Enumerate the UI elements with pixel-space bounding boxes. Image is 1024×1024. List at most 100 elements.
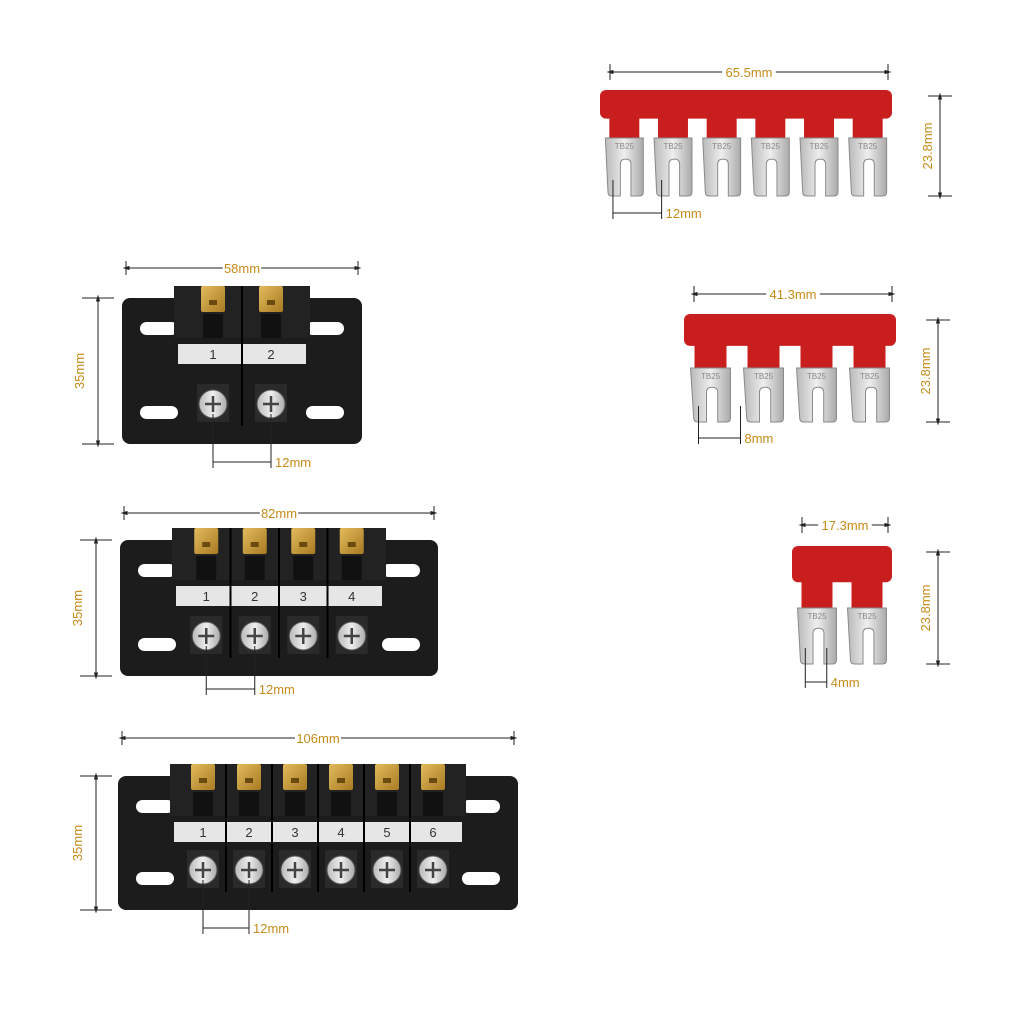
prong-label: TB25 [754, 372, 774, 381]
width-label: 65.5mm [726, 65, 773, 80]
jumper-sleeve [804, 100, 834, 144]
height-dimension: 23.8mm [920, 92, 952, 200]
height-label: 35mm [72, 353, 87, 389]
quick-connect-tab [329, 764, 353, 790]
jumper-sleeve [801, 556, 833, 614]
height-dimension: 23.8mm [918, 316, 950, 426]
tab-socket [203, 314, 223, 338]
height-dimension: 35mm [70, 772, 112, 914]
width-dimension: 58mm [122, 260, 362, 276]
pitch-dimension: 12mm [212, 414, 311, 470]
width-label: 17.3mm [822, 518, 869, 533]
mounting-slot [462, 872, 500, 885]
mounting-slot [136, 872, 174, 885]
tab-hole [245, 778, 253, 783]
tab-socket [196, 556, 217, 580]
position-number: 1 [203, 589, 210, 604]
prong-label: TB25 [809, 142, 829, 151]
jumper-bar-body [600, 90, 892, 119]
position-number: 5 [383, 825, 390, 840]
jumper-sleeve [706, 100, 737, 144]
fork-prong [795, 367, 837, 423]
tab-hole [337, 778, 345, 783]
height-label: 23.8mm [918, 585, 933, 632]
tab-socket [193, 792, 213, 816]
tab-socket [293, 556, 314, 580]
prong-label: TB25 [807, 612, 827, 621]
tab-hole [267, 300, 275, 305]
width-dimension: 41.3mm [690, 286, 896, 302]
jumper-sleeve [609, 100, 640, 144]
width-dimension: 17.3mm [798, 517, 892, 533]
jumper-sleeve [800, 324, 833, 374]
tab-socket [261, 314, 281, 338]
mounting-slot [136, 800, 174, 813]
prong-label: TB25 [860, 372, 880, 381]
position-number: 2 [251, 589, 258, 604]
fork-prong [604, 137, 644, 197]
tab-hole [347, 542, 356, 547]
quick-connect-tab [421, 764, 445, 790]
height-dimension: 35mm [72, 294, 114, 448]
mounting-slot [140, 406, 178, 419]
height-dimension: 35mm [70, 536, 112, 680]
mounting-slot [140, 322, 178, 335]
quick-connect-tab [339, 528, 364, 554]
tab-hole [199, 778, 207, 783]
prong-label: TB25 [663, 142, 683, 151]
fork-prong [653, 137, 693, 197]
height-label: 23.8mm [920, 123, 935, 170]
quick-connect-tab [375, 764, 399, 790]
pitch-label: 8mm [745, 431, 774, 446]
pitch-dimension: 12mm [612, 180, 702, 221]
position-number: 3 [300, 589, 307, 604]
tab-socket [341, 556, 362, 580]
pitch-dimension: 12mm [205, 646, 295, 697]
jumper-bar-4-position: TB25 TB25 TB25 TB25 [684, 314, 896, 423]
pitch-dimension: 12mm [202, 880, 289, 936]
tab-hole [299, 542, 308, 547]
position-number: 3 [291, 825, 298, 840]
pitch-label: 4mm [831, 675, 860, 690]
quick-connect-tab [201, 286, 225, 312]
mounting-slot [138, 564, 176, 577]
fork-prong [742, 367, 784, 423]
mounting-slot [306, 322, 344, 335]
quick-connect-tab [194, 528, 219, 554]
tab-socket [285, 792, 305, 816]
prong-label: TB25 [701, 372, 721, 381]
tab-socket [423, 792, 443, 816]
pitch-dimension: 4mm [804, 648, 860, 690]
fork-prong [799, 137, 839, 197]
height-label: 35mm [70, 825, 85, 861]
fork-prong [848, 367, 890, 423]
tab-socket [377, 792, 397, 816]
tab-hole [209, 300, 217, 305]
tab-socket [331, 792, 351, 816]
width-label: 106mm [296, 731, 339, 746]
mounting-slot [382, 564, 420, 577]
tab-hole [250, 542, 259, 547]
mounting-slot [462, 800, 500, 813]
mounting-slot [306, 406, 344, 419]
tab-hole [291, 778, 299, 783]
fork-prong [689, 367, 731, 423]
position-number: 2 [267, 347, 274, 362]
mounting-slot [382, 638, 420, 651]
prong-label: TB25 [807, 372, 827, 381]
pitch-label: 12mm [666, 206, 702, 221]
jumper-sleeve [747, 324, 780, 374]
pitch-label: 12mm [259, 682, 295, 697]
width-label: 58mm [224, 261, 260, 276]
tab-hole [429, 778, 437, 783]
position-number: 6 [429, 825, 436, 840]
prong-label: TB25 [615, 142, 635, 151]
